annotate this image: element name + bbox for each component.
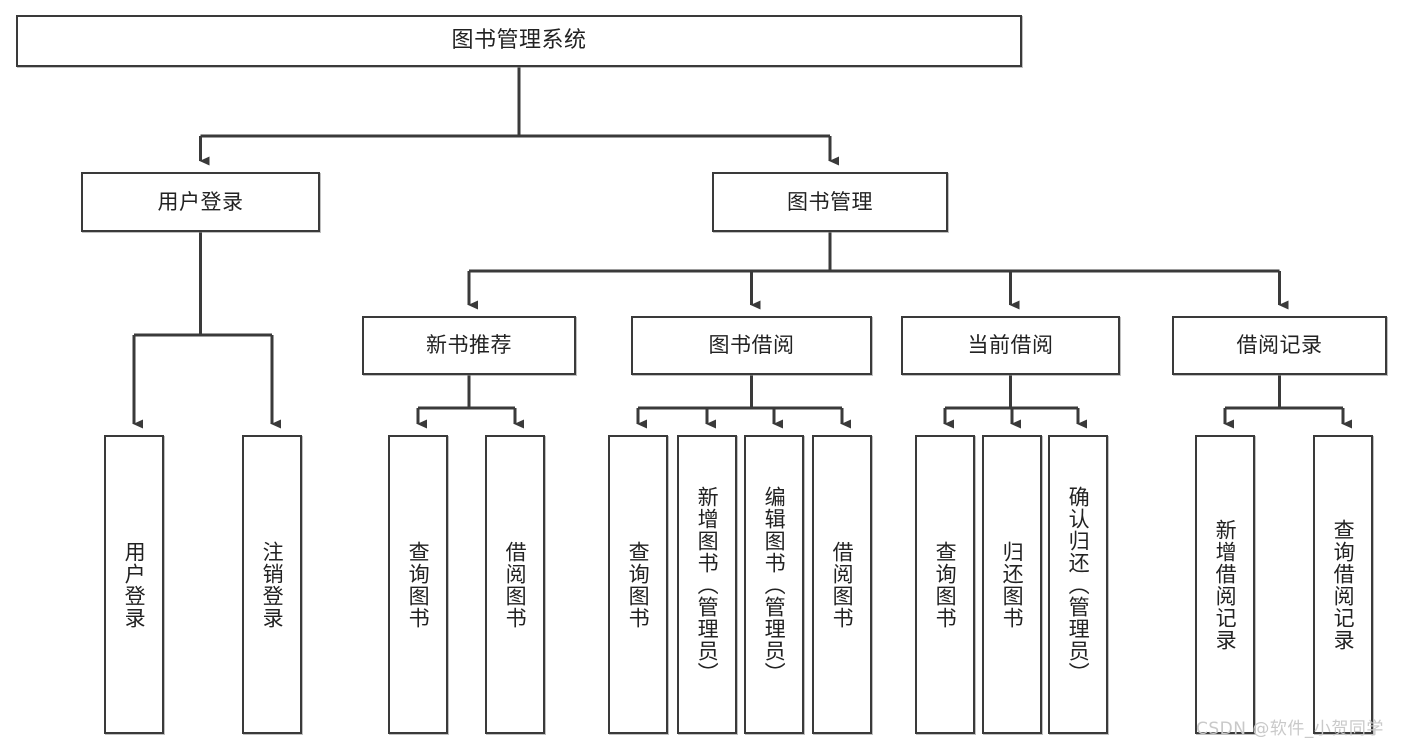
node-root-system[interactable]: 图书管理系统: [16, 15, 1022, 67]
leaf-edit-book-admin[interactable]: 编辑图书（管理员）: [744, 435, 804, 734]
node-book-borrow[interactable]: 图书借阅: [631, 316, 872, 375]
leaf-confirm-return-admin[interactable]: 确认归还（管理员）: [1048, 435, 1108, 734]
leaf-user-login[interactable]: 用户登录: [104, 435, 164, 734]
leaf-borrow-book-recommend[interactable]: 借阅图书: [485, 435, 545, 734]
leaf-return-book[interactable]: 归还图书: [982, 435, 1042, 734]
leaf-add-borrow-record[interactable]: 新增借阅记录: [1195, 435, 1255, 734]
leaf-query-book-current[interactable]: 查询图书: [915, 435, 975, 734]
node-book-management[interactable]: 图书管理: [712, 172, 948, 232]
leaf-borrow-book[interactable]: 借阅图书: [812, 435, 872, 734]
node-borrow-record[interactable]: 借阅记录: [1172, 316, 1387, 375]
csdn-watermark: CSDN @软件_小贺同学: [1196, 719, 1384, 739]
node-user-login[interactable]: 用户登录: [81, 172, 320, 232]
leaf-add-book-admin[interactable]: 新增图书（管理员）: [677, 435, 737, 734]
node-current-borrow[interactable]: 当前借阅: [901, 316, 1120, 375]
leaf-logout[interactable]: 注销登录: [242, 435, 302, 734]
leaf-query-borrow-record[interactable]: 查询借阅记录: [1313, 435, 1373, 734]
leaf-query-book-recommend[interactable]: 查询图书: [388, 435, 448, 734]
node-new-book-recommend[interactable]: 新书推荐: [362, 316, 576, 375]
leaf-query-book-borrow[interactable]: 查询图书: [608, 435, 668, 734]
